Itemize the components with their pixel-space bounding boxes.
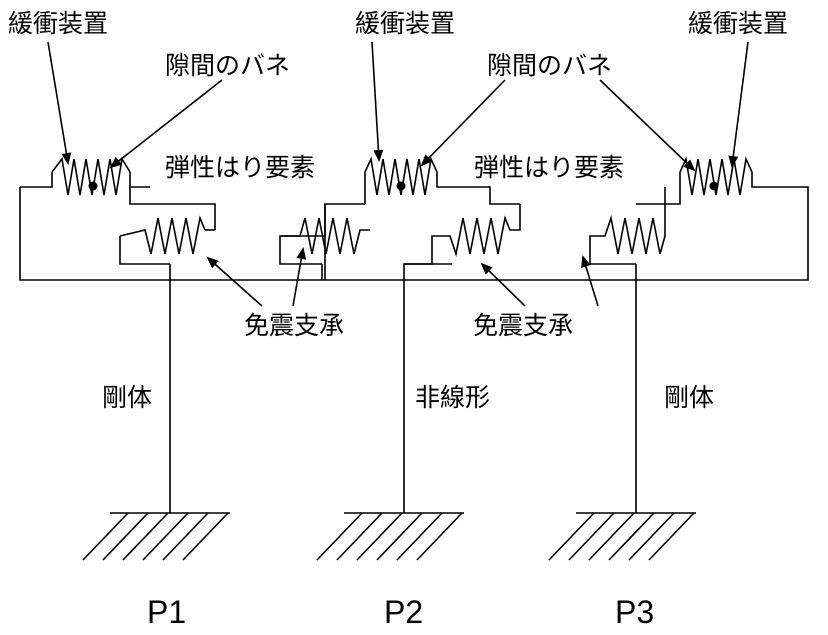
ground-support-p2	[316, 512, 464, 561]
label-damper-2: 緩衝装置	[355, 9, 456, 38]
ground-support-p3	[548, 512, 696, 561]
label-gap-spring-1: 隙間のバネ	[165, 51, 291, 80]
label-bearing-2: 免震支承	[473, 311, 574, 340]
label-gap-spring-2: 隙間のバネ	[487, 51, 613, 80]
label-pier-p1-type: 剛体	[102, 383, 153, 412]
girder-1	[19, 156, 216, 281]
damper-spring-1	[119, 215, 215, 255]
label-pier-p3: P3	[615, 594, 655, 630]
leader-arrows	[47, 41, 749, 307]
label-elastic-beam-1: 弾性はり要素	[165, 153, 316, 182]
label-damper-3: 緩衝装置	[688, 9, 789, 38]
label-pier-p2: P2	[384, 594, 424, 630]
label-elastic-beam-2: 弾性はり要素	[474, 153, 625, 182]
label-pier-p3-type: 剛体	[664, 383, 715, 412]
label-bearing-1: 免震支承	[244, 311, 345, 340]
gap-spring-dots	[88, 181, 719, 191]
girder-2	[169, 203, 452, 281]
label-damper-1: 緩衝装置	[8, 9, 109, 38]
ground-support-p1	[82, 512, 230, 561]
label-pier-p1: P1	[147, 594, 187, 630]
damper-spring-2	[279, 156, 520, 280]
label-pier-p2-type: 非線形	[415, 383, 491, 412]
